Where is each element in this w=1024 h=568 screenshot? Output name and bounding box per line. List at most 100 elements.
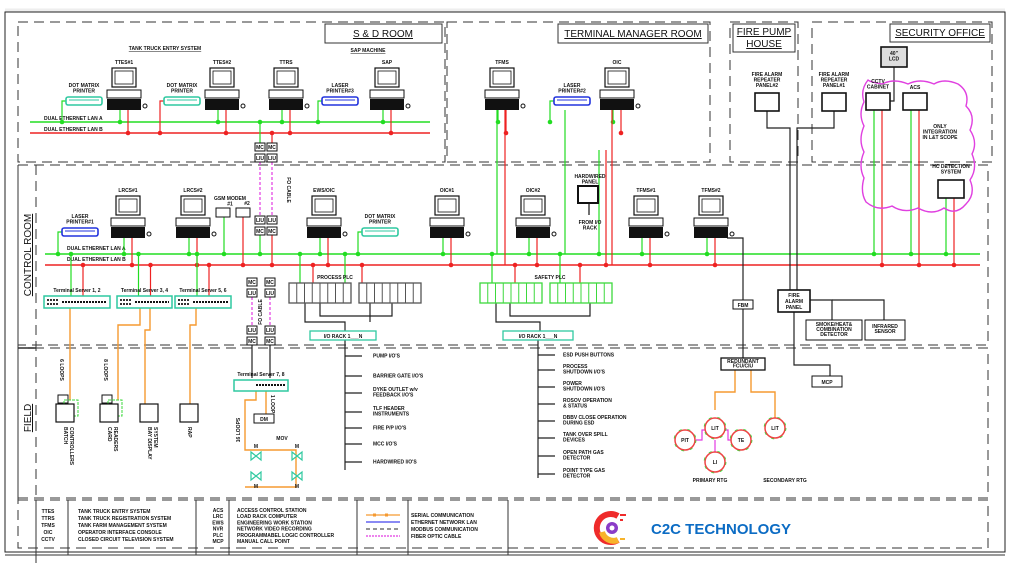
safety-io-label: PROCESS bbox=[563, 364, 588, 370]
ts-port-led bbox=[181, 299, 183, 301]
fire-alarm-panel-label: ALARM bbox=[785, 299, 803, 305]
safety-io-label: DETECTOR bbox=[563, 456, 591, 462]
lan-a-label-top: DUAL ETHERNET LAN A bbox=[44, 116, 103, 122]
media-converter bbox=[264, 277, 276, 287]
printer-icon bbox=[163, 96, 201, 106]
rtg-instrument bbox=[764, 417, 786, 439]
media-converter bbox=[264, 336, 276, 346]
abbr-code: PLC bbox=[213, 533, 223, 539]
lan-tap-node bbox=[269, 262, 275, 268]
lan-tap-node bbox=[59, 119, 65, 125]
monitor-screen bbox=[636, 198, 656, 213]
mc-liu-label: LIU bbox=[266, 291, 274, 297]
brand-logo bbox=[593, 511, 626, 545]
cpu-icon bbox=[111, 227, 145, 238]
light-interface-unit bbox=[254, 153, 266, 163]
abbr-meaning: NETWORK VIDEO RECORDING bbox=[237, 527, 312, 533]
dm-box bbox=[253, 413, 275, 424]
lan-tap-node bbox=[223, 130, 229, 136]
field-device-label: BAY DISPLAY bbox=[146, 427, 152, 460]
cpu-icon bbox=[307, 227, 341, 238]
workstation-ttes1 bbox=[106, 67, 148, 110]
fire-pump-house-border bbox=[729, 21, 799, 163]
lan-tap-node bbox=[125, 130, 131, 136]
field-device-box bbox=[55, 403, 75, 423]
fbm-label: FBM bbox=[738, 303, 749, 309]
workstation-lrcs2 bbox=[175, 195, 217, 238]
field-junction bbox=[101, 394, 113, 404]
workstation-tfms1 bbox=[628, 195, 670, 238]
abbr-meaning: LOAD RACK COMPUTER bbox=[237, 514, 297, 520]
field-device-box bbox=[139, 403, 159, 423]
dm-label: DM bbox=[260, 417, 268, 423]
workstation-label-tfms1: TFMS#1 bbox=[636, 188, 655, 194]
printer-label-lp1: LASER bbox=[72, 214, 89, 220]
workstation-ttes2 bbox=[204, 67, 246, 110]
media-converter bbox=[266, 142, 278, 152]
mc-liu-label: LIU bbox=[256, 218, 264, 224]
lan-tap-node bbox=[603, 262, 609, 268]
mc-liu-label: MC bbox=[266, 280, 274, 286]
legend-label-ethernet: ETHERNET NETWORK LAN bbox=[411, 520, 477, 526]
lan-tap-node bbox=[136, 251, 141, 257]
ts-port-led bbox=[178, 299, 180, 301]
workstation-label-oic2: OIC#2 bbox=[526, 188, 541, 194]
field-device-label-2: READERS bbox=[112, 427, 118, 452]
printer-dmp3 bbox=[361, 227, 399, 237]
mc-liu-label: MC bbox=[268, 229, 276, 235]
lan-tap-node bbox=[215, 119, 221, 125]
lan-tap-node bbox=[68, 251, 74, 257]
process-io-label: MCC I/O'S bbox=[373, 442, 398, 448]
lan-tap-node bbox=[315, 119, 321, 125]
printer-lan-a bbox=[317, 100, 322, 122]
rtg-serial-1 bbox=[714, 370, 736, 410]
field-device-box bbox=[179, 403, 199, 423]
printer-label-dmp3: DOT MATRIX bbox=[365, 214, 396, 220]
hardwired-panel-label: PANEL bbox=[582, 180, 599, 186]
abbr-code: TTES bbox=[42, 509, 55, 515]
gsm-modem-label: GSM MODEM bbox=[214, 196, 246, 202]
hardwired-panel-label: HARDWIRED bbox=[574, 174, 605, 180]
field-label: FIELD bbox=[23, 404, 34, 432]
mouse-icon bbox=[551, 231, 557, 237]
mov-label: MOV bbox=[276, 436, 288, 442]
mc-liu-label: LIU bbox=[248, 328, 256, 334]
title-block-top bbox=[17, 499, 989, 549]
rtg-instrument-label: TE bbox=[738, 438, 745, 444]
mc-liu-label: MC bbox=[256, 145, 264, 151]
workstation-sap bbox=[369, 67, 411, 110]
printer-icon bbox=[321, 96, 359, 106]
from-io-rack-label: RACK bbox=[583, 226, 598, 232]
security-title-box bbox=[889, 23, 991, 43]
lcd-cctv-link bbox=[890, 67, 895, 102]
lan-tap-node bbox=[325, 262, 331, 268]
lan-tap-node bbox=[448, 262, 454, 268]
lan-tap-node bbox=[287, 130, 293, 136]
light-interface-unit bbox=[266, 153, 278, 163]
terminal-server-label: Terminal Server 5, 6 bbox=[179, 288, 226, 294]
printer-lp1 bbox=[61, 227, 99, 237]
field-device-label-2: CONTROLLERS bbox=[68, 427, 74, 466]
redundant-fcu-label: REDUNDANT bbox=[727, 359, 759, 365]
lan-tap-node bbox=[495, 119, 501, 125]
abbr-code: MCP bbox=[212, 539, 224, 545]
lan-tap-node bbox=[440, 251, 446, 257]
mouse-icon bbox=[142, 103, 148, 109]
lan-tap-node bbox=[647, 262, 653, 268]
ts-port-led bbox=[126, 299, 128, 301]
logo-arc-yellow bbox=[599, 530, 620, 544]
monitor-screen bbox=[183, 198, 203, 213]
hardwired-panel bbox=[577, 185, 599, 204]
plc-io-link bbox=[304, 303, 346, 331]
ts-port-led bbox=[181, 303, 183, 305]
control-room-border bbox=[17, 164, 989, 346]
lan-tap-node bbox=[557, 251, 563, 257]
process-io-label: TLF HEADER bbox=[373, 406, 405, 412]
printer-lan-a bbox=[357, 231, 362, 254]
infrared-sensor-box bbox=[864, 319, 906, 341]
mouse-icon bbox=[240, 103, 246, 109]
printer-label-lp2: PRINTER#2 bbox=[558, 89, 586, 95]
keyboard-icon bbox=[599, 89, 635, 99]
ts-port-led bbox=[129, 299, 131, 301]
integration-note: ONLY bbox=[933, 124, 947, 130]
